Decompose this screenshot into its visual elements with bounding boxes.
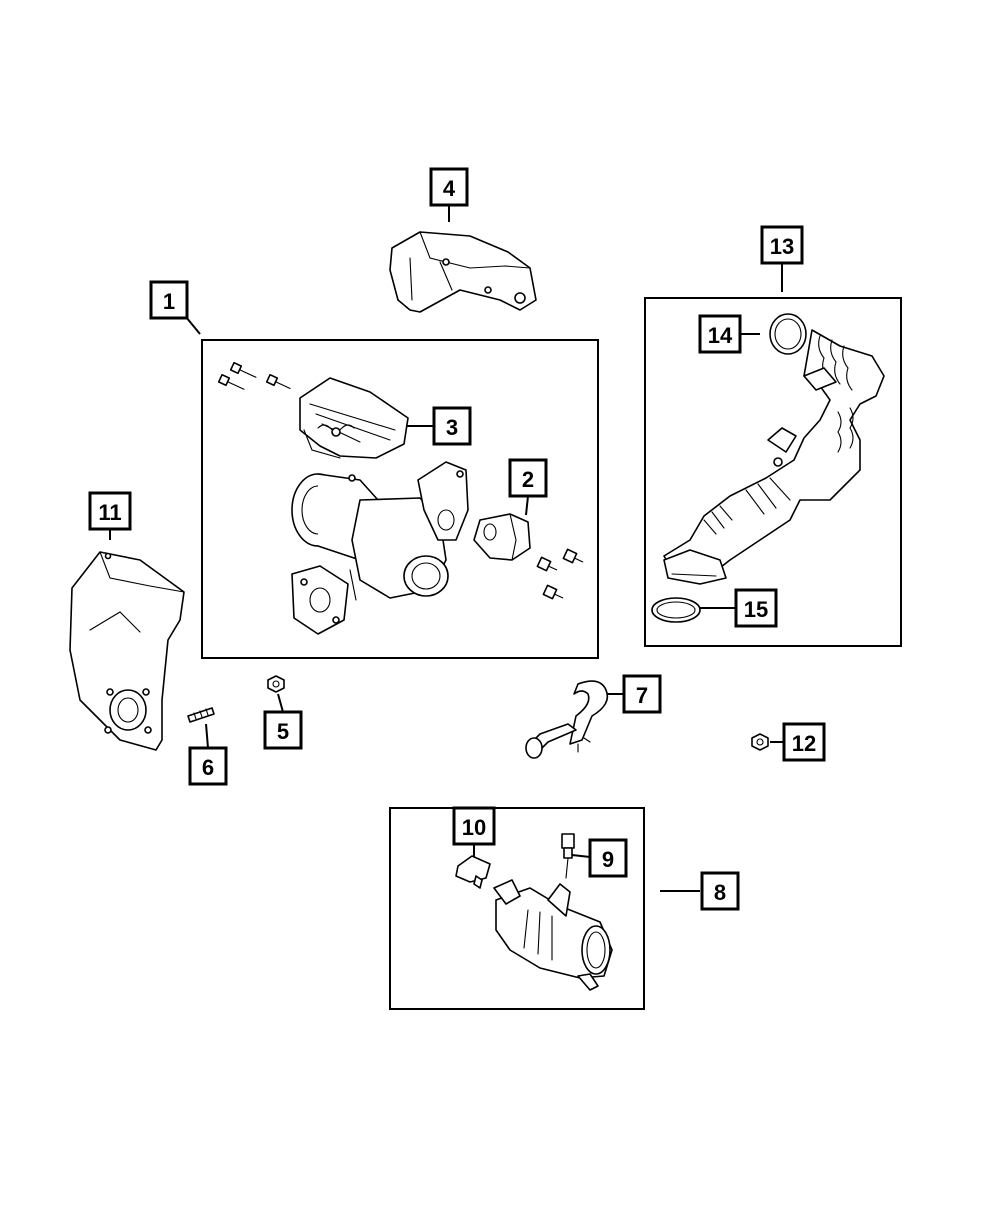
turbocharger-group-frame [201, 339, 599, 659]
actuator-bolts [217, 361, 291, 390]
callout-15: 15 [734, 588, 778, 628]
nut-part-right [751, 733, 769, 751]
heat-shield-upper-part [389, 231, 537, 313]
callout-9-label: 9 [602, 847, 614, 872]
callout-4: 4 [429, 167, 469, 207]
callout-9: 9 [588, 838, 628, 878]
leader-1 [185, 316, 201, 335]
callout-8-label: 8 [714, 880, 726, 905]
stud-part [187, 707, 215, 723]
callout-14: 14 [698, 314, 742, 354]
turbo-outlet-pipe-part [663, 329, 885, 585]
gasket-upper-part [769, 313, 807, 355]
callout-4-label: 4 [443, 176, 456, 201]
turbo-actuator-part [299, 377, 409, 459]
gasket-lower-part [651, 597, 701, 623]
callout-3: 3 [432, 406, 472, 446]
callout-1-label: 1 [163, 289, 175, 314]
pressure-sensor-part [455, 855, 491, 889]
turbocharger-part [291, 461, 469, 635]
inlet-hose-group-frame [389, 807, 645, 1010]
callout-8: 8 [700, 871, 740, 911]
callout-6-label: 6 [202, 755, 214, 780]
callout-12: 12 [782, 722, 826, 762]
callout-11-label: 11 [98, 500, 121, 525]
heat-shield-lower-part [69, 551, 185, 751]
outlet-pipe-group-frame [644, 297, 902, 647]
callout-11: 11 [88, 491, 132, 531]
callout-7: 7 [622, 674, 662, 714]
callout-14-label: 14 [708, 323, 733, 348]
callout-10: 10 [452, 806, 496, 846]
callout-2-label: 2 [522, 467, 534, 492]
nut-part [267, 675, 285, 693]
callout-5: 5 [263, 710, 303, 750]
callout-5-label: 5 [277, 719, 289, 744]
leader-6 [205, 723, 209, 749]
callout-15-label: 15 [744, 597, 768, 622]
callout-3-label: 3 [446, 415, 458, 440]
leader-2 [525, 495, 529, 516]
callout-1: 1 [149, 280, 189, 320]
leader-9 [571, 854, 591, 858]
callout-13: 13 [760, 225, 804, 265]
temperature-sensor-part [561, 833, 575, 879]
callout-7-label: 7 [636, 683, 648, 708]
callout-13-label: 13 [770, 234, 794, 259]
boost-solenoid-part [473, 513, 584, 600]
callout-12-label: 12 [792, 731, 816, 756]
air-inlet-hose-part [493, 879, 613, 991]
callout-6: 6 [188, 746, 228, 786]
callout-2: 2 [508, 458, 548, 498]
leader-5 [277, 693, 284, 713]
callout-10-label: 10 [462, 815, 486, 840]
oil-return-hose-part [525, 680, 609, 759]
